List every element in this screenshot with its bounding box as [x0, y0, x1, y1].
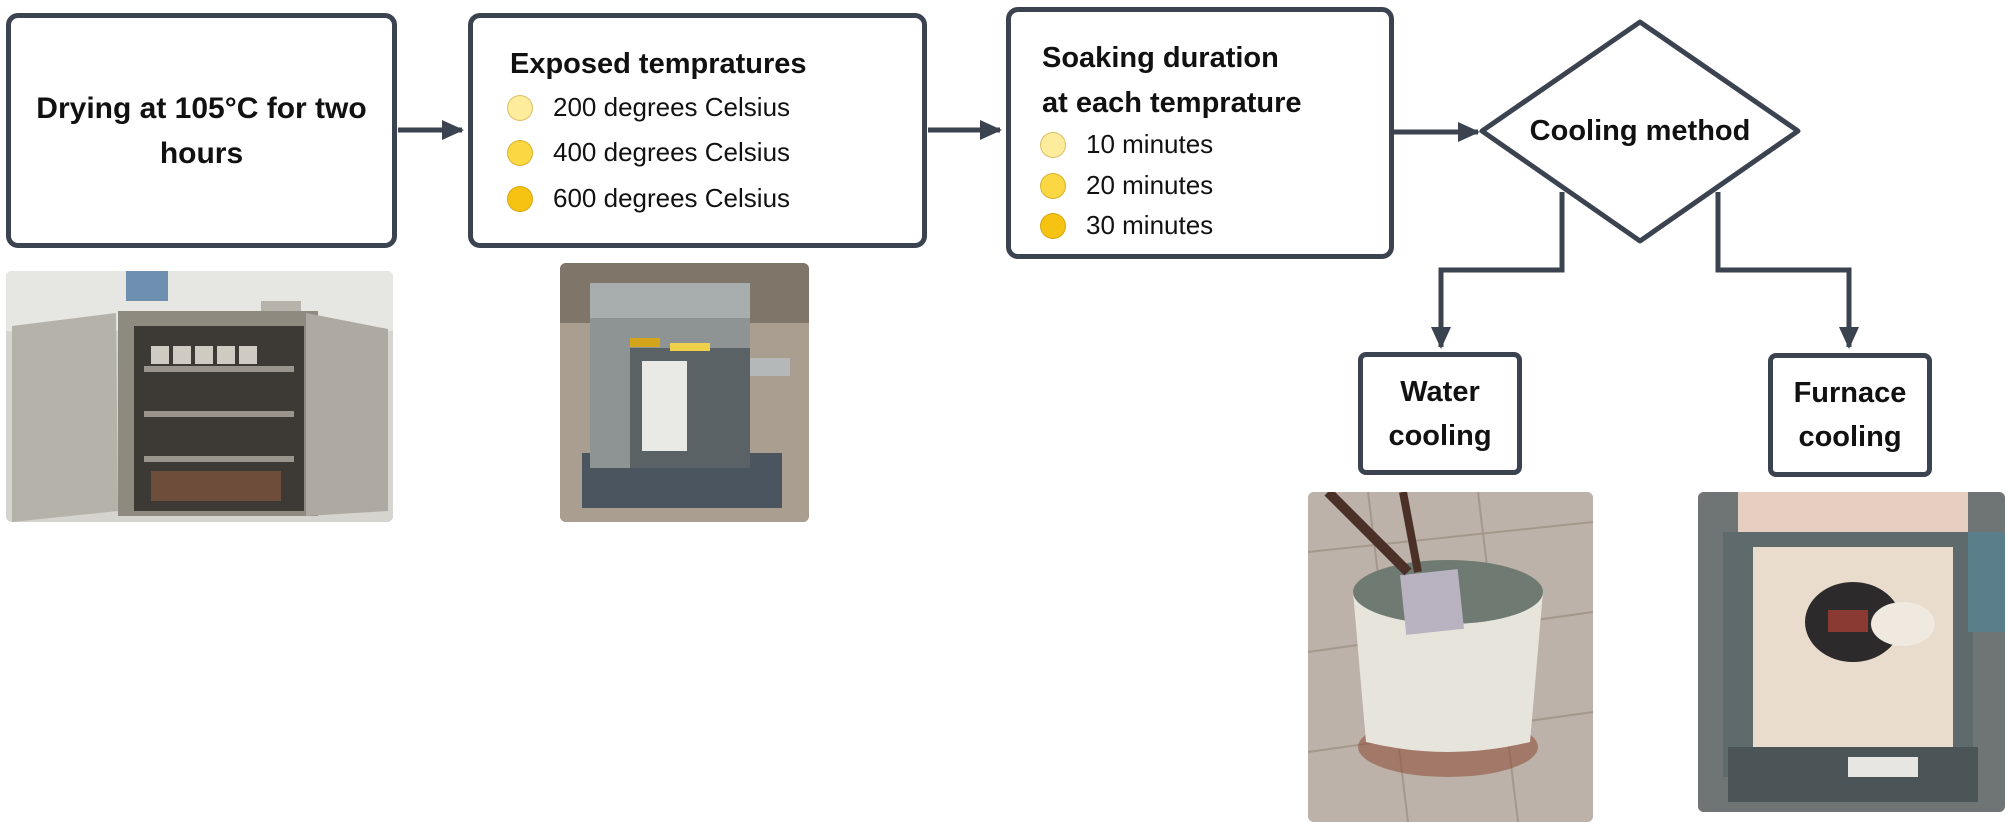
medium-yellow-dot-icon [507, 139, 533, 166]
temperature-item-label: 200 degrees Celsius [553, 92, 791, 122]
soaking-title-line1: Soaking duration [1042, 42, 1279, 74]
furnace-cooling-photo [1698, 492, 2005, 812]
dark-yellow-dot-icon [1040, 212, 1066, 239]
drying-oven-photo [6, 271, 393, 522]
temperatures-title: Exposed tempratures [510, 48, 807, 80]
temperature-item: 200 degrees Celsius [507, 92, 790, 123]
temperature-item: 600 degrees Celsius [507, 183, 790, 214]
soaking-title-line2: at each temprature [1042, 87, 1302, 119]
light-yellow-dot-icon [507, 94, 533, 121]
soaking-item: 30 minutes [1040, 210, 1213, 241]
light-yellow-dot-icon [1040, 131, 1066, 158]
soaking-item: 20 minutes [1040, 170, 1213, 201]
temperatures-step-box: Exposed tempratures 200 degrees Celsius … [468, 13, 927, 248]
temperature-item: 400 degrees Celsius [507, 137, 790, 168]
soaking-item: 10 minutes [1040, 129, 1213, 160]
drying-step-label: Drying at 105°C for two hours [36, 91, 367, 170]
cooling-method-diamond [1479, 19, 1801, 244]
muffle-furnace-photo [560, 263, 809, 522]
soaking-step-box: Soaking duration at each temprature 10 m… [1006, 7, 1394, 259]
arrow-cooling-to-water [1431, 192, 1565, 349]
drying-step-box: Drying at 105°C for two hours [6, 13, 397, 248]
water-quench-bucket-photo [1308, 492, 1593, 822]
medium-yellow-dot-icon [1040, 172, 1066, 199]
furnace-cooling-box: Furnace cooling [1768, 353, 1932, 477]
water-cooling-line2: cooling [1388, 419, 1492, 452]
water-cooling-line1: Water [1400, 375, 1480, 408]
water-cooling-box: Water cooling [1358, 352, 1522, 475]
soaking-item-label: 20 minutes [1086, 170, 1214, 200]
arrow-cooling-to-furnace [1715, 192, 1859, 349]
cooling-method-label: Cooling method [1529, 114, 1751, 147]
soaking-item-label: 30 minutes [1086, 210, 1214, 240]
soaking-item-label: 10 minutes [1086, 129, 1214, 159]
furnace-cooling-line1: Furnace [1793, 377, 1907, 409]
temperature-item-label: 400 degrees Celsius [553, 137, 791, 167]
dark-yellow-dot-icon [507, 185, 533, 212]
temperature-item-label: 600 degrees Celsius [553, 183, 791, 213]
furnace-cooling-line2: cooling [1798, 421, 1902, 453]
